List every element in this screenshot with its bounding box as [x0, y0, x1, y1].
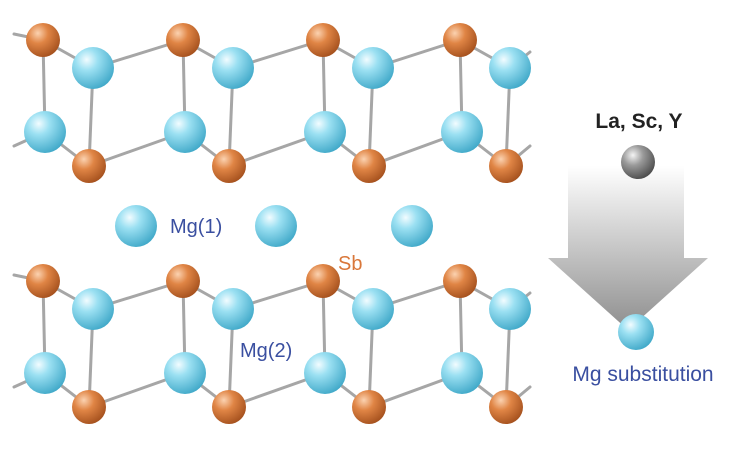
- sb-atom: [352, 390, 386, 424]
- mg1-atom: [391, 205, 433, 247]
- mg2-atom: [72, 288, 114, 330]
- mg2-atom: [24, 111, 66, 153]
- mg2-atom: [164, 111, 206, 153]
- mg2-atom: [489, 47, 531, 89]
- mg-substitution-label: Mg substitution: [572, 363, 713, 386]
- mg2-atom: [352, 288, 394, 330]
- mg2-atom: [304, 111, 346, 153]
- sb-atom: [72, 390, 106, 424]
- mg1-atom: [115, 205, 157, 247]
- atom-layer: [24, 23, 531, 424]
- mg1-atom: [255, 205, 297, 247]
- mg2-atom: [441, 111, 483, 153]
- mg2-atom: [352, 47, 394, 89]
- sb-atom: [26, 264, 60, 298]
- mg2-atom: [441, 352, 483, 394]
- sb-atom: [489, 149, 523, 183]
- sb-atom: [212, 390, 246, 424]
- mg2-atom: [164, 352, 206, 394]
- sb-atom: [306, 264, 340, 298]
- mg2-atom: [304, 352, 346, 394]
- mg2-atom: [212, 47, 254, 89]
- dopant-atom: [621, 145, 655, 179]
- sb-atom: [306, 23, 340, 57]
- substitution-arrow: [548, 166, 708, 330]
- dopant-label: La, Sc, Y: [595, 110, 682, 133]
- sb-label: Sb: [338, 253, 362, 275]
- sb-atom: [489, 390, 523, 424]
- sb-atom: [166, 23, 200, 57]
- sb-atom: [72, 149, 106, 183]
- mg2-atom: [24, 352, 66, 394]
- sb-atom: [166, 264, 200, 298]
- sb-atom: [352, 149, 386, 183]
- mg2-atom: [489, 288, 531, 330]
- sb-atom: [443, 264, 477, 298]
- mg2-atom: [72, 47, 114, 89]
- substituted-mg-atom: [618, 314, 654, 350]
- sb-atom: [26, 23, 60, 57]
- sb-atom: [443, 23, 477, 57]
- mg1-label: Mg(1): [170, 216, 222, 238]
- sb-atom: [212, 149, 246, 183]
- mg2-label: Mg(2): [240, 340, 292, 362]
- mg2-atom: [212, 288, 254, 330]
